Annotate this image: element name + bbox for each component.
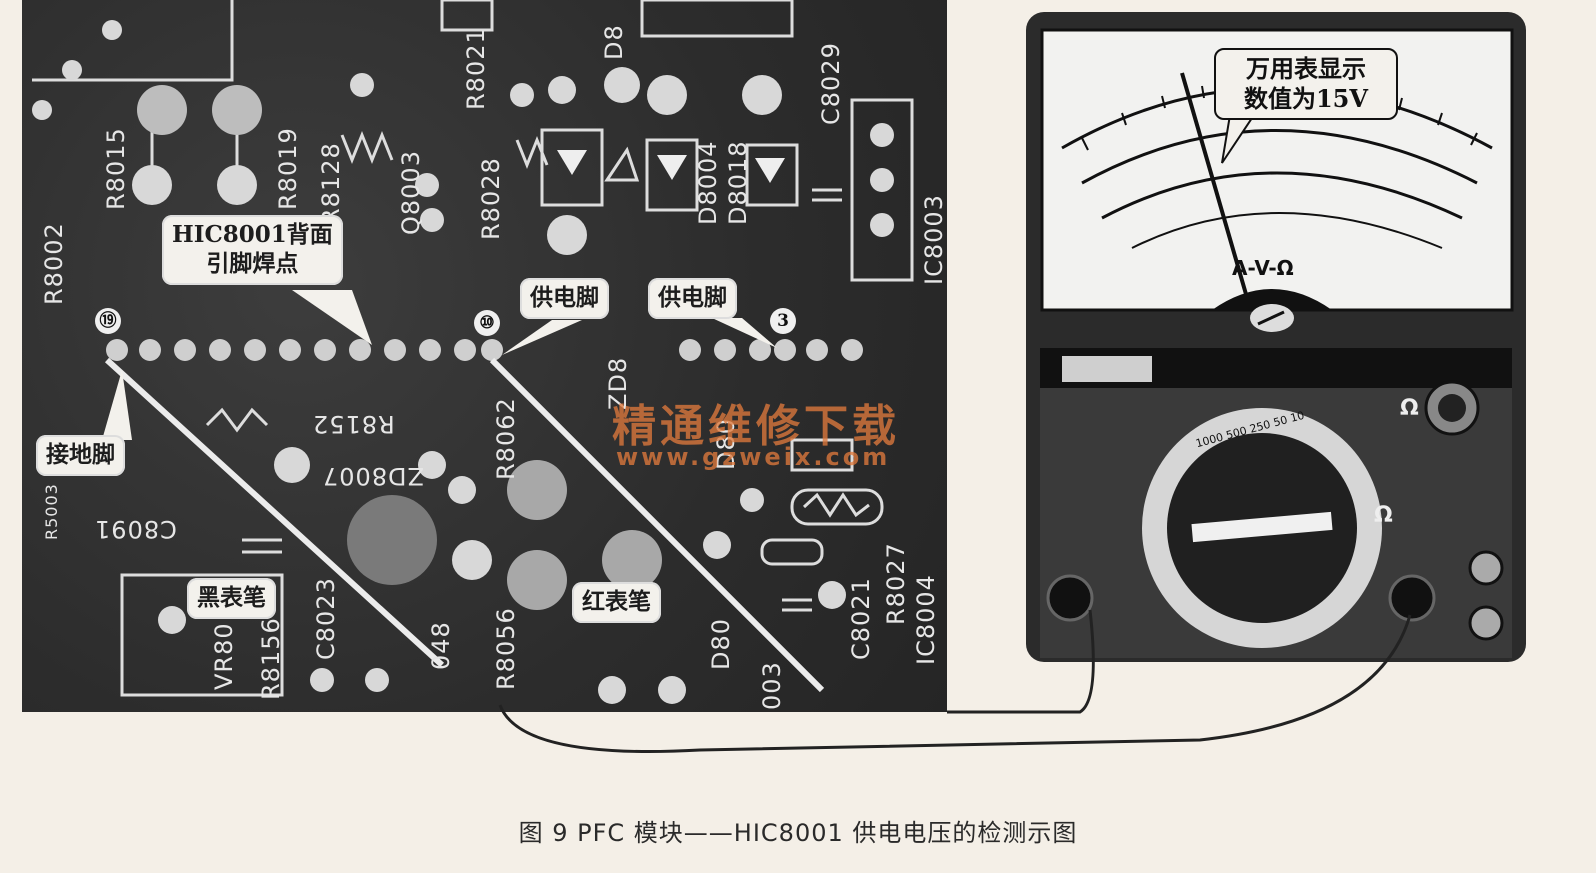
- callout-supply-pin-left: 供电脚: [520, 278, 609, 319]
- meter-needle: [1180, 72, 1252, 309]
- black-probe-line: [104, 357, 445, 668]
- callout-supply-pin-right: 供电脚: [648, 278, 737, 319]
- pin-10-marker: ⑩: [474, 310, 500, 336]
- multimeter-body: [1026, 12, 1526, 662]
- multimeter: 万用表显示 数值为15V A-V-Ω Ω Ω 1000 500 250 50 1…: [1022, 8, 1530, 668]
- watermark-name: 精通维修下载: [612, 401, 900, 452]
- red-probe-line: [489, 357, 825, 693]
- figure-caption: 图 9 PFC 模块——HIC8001 供电电压的检测示图: [518, 819, 1078, 847]
- watermark-url: www.gzweix.com: [616, 443, 891, 471]
- callout-red-probe: 红表笔: [572, 582, 661, 623]
- callout-ground-pin: 接地脚: [36, 435, 125, 476]
- pcb-traces: [32, 0, 914, 704]
- pcb-board: R8015 R8019 R8128 Q8003 R8021 R8028 D8 D…: [22, 0, 947, 712]
- callout-back-pins: HIC8001背面 引脚焊点: [162, 215, 343, 285]
- dial-ohm-label: Ω: [1374, 503, 1393, 528]
- callout-black-probe: 黑表笔: [187, 578, 276, 619]
- meter-scale-label: A-V-Ω: [1232, 256, 1294, 280]
- pin-3-marker: 3: [770, 308, 796, 334]
- pin-19-marker: ⑲: [95, 308, 121, 334]
- ohm-adjust-label: Ω: [1400, 396, 1419, 421]
- callout-meter-reading: 万用表显示 数值为15V: [1214, 48, 1398, 120]
